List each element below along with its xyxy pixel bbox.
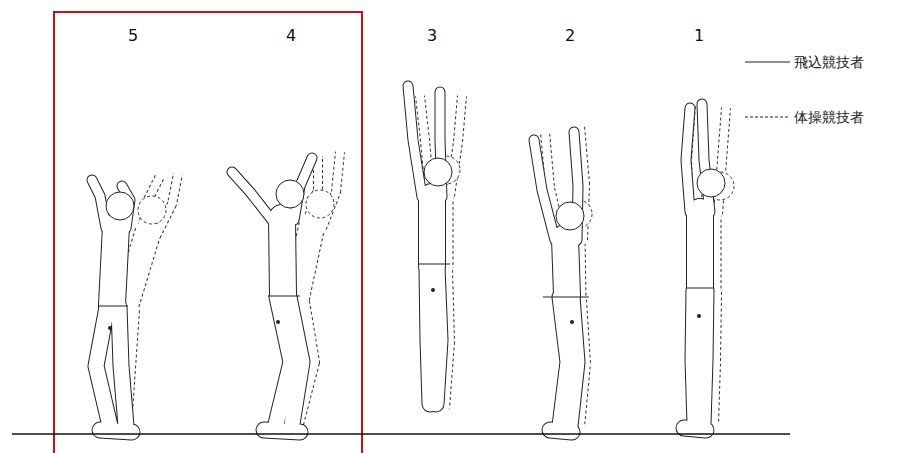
- diver-figures: [92, 86, 725, 432]
- highlight-frame: [54, 12, 362, 453]
- figure-number: 1: [694, 28, 704, 44]
- legend-text: 体操競技者: [794, 110, 864, 124]
- legend-line-sample: [745, 116, 790, 117]
- figure-number: 2: [565, 28, 575, 44]
- legend-text: 飛込競技者: [794, 55, 864, 69]
- ground-line: [12, 433, 790, 435]
- figure-number: 4: [286, 28, 296, 44]
- figure-number: 5: [128, 28, 138, 44]
- figure-number: 3: [427, 28, 437, 44]
- legend-line-sample: [745, 61, 790, 62]
- gymnast-figures: [108, 96, 734, 426]
